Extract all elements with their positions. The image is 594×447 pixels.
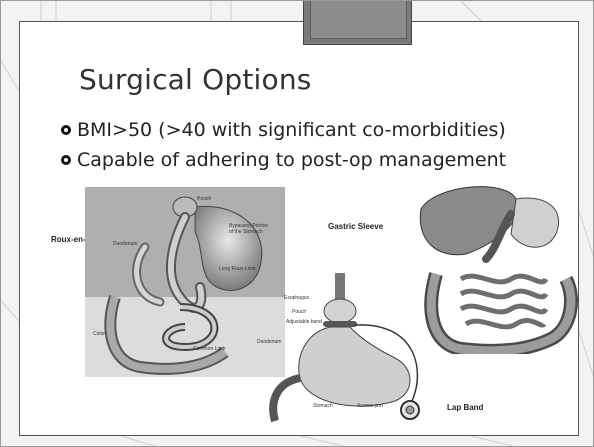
lap-band-label: Lap Band <box>447 403 483 412</box>
header-tab-inner <box>310 1 407 39</box>
band-callout: Adjustable band <box>286 319 322 325</box>
lap-band-illustration <box>245 273 445 423</box>
roux-callout: Long Roux-Limb <box>219 266 256 272</box>
bullet-icon <box>61 155 71 165</box>
band-callout: Access port <box>357 403 383 409</box>
bullet-icon <box>61 125 71 135</box>
roux-callout: Common Limb <box>193 346 226 352</box>
band-callout: Pouch <box>292 309 306 315</box>
bullet-item: Capable of adhering to post-op managemen… <box>61 145 571 175</box>
band-callout: Duodenum <box>257 339 281 345</box>
slide-title: Surgical Options <box>79 63 312 96</box>
roux-callout: Bypassed Portion of the Stomach <box>229 223 269 235</box>
bullet-item: BMI>50 (>40 with significant co-morbidit… <box>61 115 571 145</box>
gastric-sleeve-label: Gastric Sleeve <box>328 222 383 231</box>
bullet-text: BMI>50 (>40 with significant co-morbidit… <box>77 119 506 141</box>
bullet-text: Capable of adhering to post-op managemen… <box>77 149 506 171</box>
bullet-list: BMI>50 (>40 with significant co-morbidit… <box>61 115 571 175</box>
roux-callout: Duodenum <box>113 241 137 247</box>
roux-callout: Pouch <box>197 196 211 202</box>
band-callout: Esophagus <box>284 295 309 301</box>
roux-callout: Colon <box>93 331 106 337</box>
header-tab <box>303 1 412 45</box>
band-callout: Stomach <box>313 403 333 409</box>
